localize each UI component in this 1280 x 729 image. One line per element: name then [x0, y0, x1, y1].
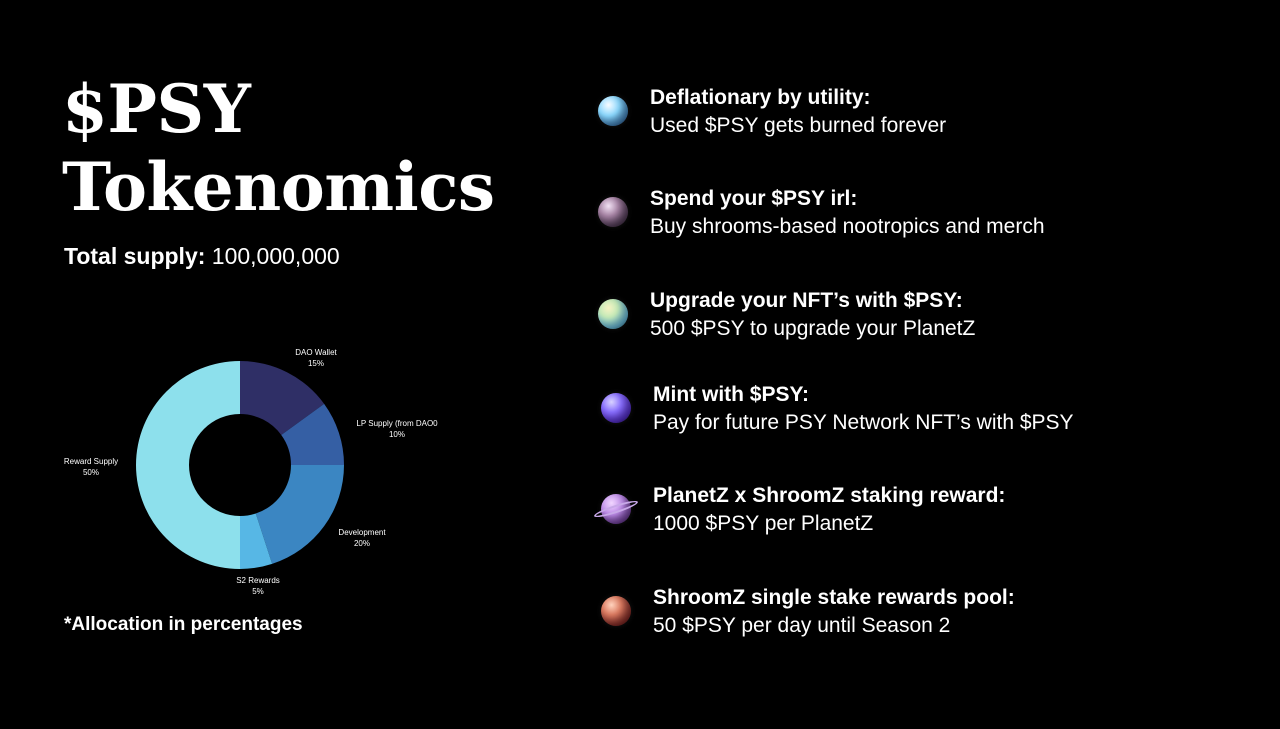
feature-heading: Mint with $PSY: — [653, 383, 809, 406]
donut-slice-development — [255, 465, 344, 564]
label-lp-supply-value: 10% — [389, 430, 405, 439]
label-reward-supply-value: 50% — [83, 468, 99, 477]
label-dao-wallet-category: DAO Wallet — [295, 348, 337, 357]
feature-description: 500 $PSY to upgrade your PlanetZ — [650, 317, 976, 340]
yellow-green-planet-icon — [598, 299, 628, 329]
donut-slice-reward-supply — [136, 361, 240, 569]
title-line-2: Tokenomics — [62, 148, 495, 226]
donut-slice-dao-wallet — [240, 361, 325, 436]
feature-text: PlanetZ x ShroomZ staking reward: 1000 $… — [653, 482, 1193, 538]
feature-description: 50 $PSY per day until Season 2 — [653, 614, 951, 637]
feature-heading: Upgrade your NFT’s with $PSY: — [650, 289, 963, 312]
feature-text: Spend your $PSY irl: Buy shrooms-based n… — [650, 185, 1190, 241]
purple-planet-icon — [598, 197, 628, 227]
total-supply-value: 100,000,000 — [211, 243, 340, 269]
total-supply-label: Total supply: — [64, 243, 206, 269]
allocation-donut-chart: DAO Wallet 15% LP Supply (from DAO0 10% Deve… — [64, 348, 438, 596]
donut-slice-s2-rewards — [240, 513, 273, 569]
page-title: $PSY Tokenomics — [62, 70, 522, 226]
feature-text: Upgrade your NFT’s with $PSY: 500 $PSY t… — [650, 287, 1190, 343]
feature-text: ShroomZ single stake rewards pool: 50 $P… — [653, 584, 1193, 640]
allocation-footnote: *Allocation in percentages — [64, 614, 303, 635]
violet-planet-icon — [601, 393, 631, 423]
label-development-value: 20% — [354, 539, 370, 548]
feature-heading: PlanetZ x ShroomZ staking reward: — [653, 484, 1006, 507]
feature-heading: ShroomZ single stake rewards pool: — [653, 586, 1015, 609]
label-reward-supply-category: Reward Supply — [64, 457, 118, 466]
feature-text: Mint with $PSY: Pay for future PSY Netwo… — [653, 381, 1193, 437]
feature-description: 1000 $PSY per PlanetZ — [653, 512, 874, 535]
feature-description: Pay for future PSY Network NFT’s with $P… — [653, 411, 1074, 434]
feature-description: Used $PSY gets burned forever — [650, 114, 947, 137]
blue-planet-icon — [598, 96, 628, 126]
red-planet-icon — [601, 596, 631, 626]
feature-heading: Spend your $PSY irl: — [650, 187, 858, 210]
ringed-planet-icon — [592, 494, 640, 524]
feature-heading: Deflationary by utility: — [650, 86, 871, 109]
title-line-1: $PSY — [62, 70, 251, 148]
label-development-category: Development — [338, 528, 386, 537]
label-lp-supply-category: LP Supply (from DAO0 — [356, 419, 438, 428]
label-s2-rewards-value: 5% — [252, 587, 264, 596]
donut-slice-lp-supply-from-dao0 — [281, 403, 344, 465]
feature-text: Deflationary by utility: Used $PSY gets … — [650, 84, 1190, 140]
allocation-chart: DAO Wallet 15% LP Supply (from DAO0 10% Deve… — [40, 335, 480, 605]
total-supply: Total supply: 100,000,000 — [64, 242, 340, 270]
feature-description: Buy shrooms-based nootropics and merch — [650, 215, 1045, 238]
planet-ring-icon — [592, 498, 640, 520]
label-dao-wallet-value: 15% — [308, 359, 324, 368]
label-s2-rewards-category: S2 Rewards — [236, 576, 280, 585]
